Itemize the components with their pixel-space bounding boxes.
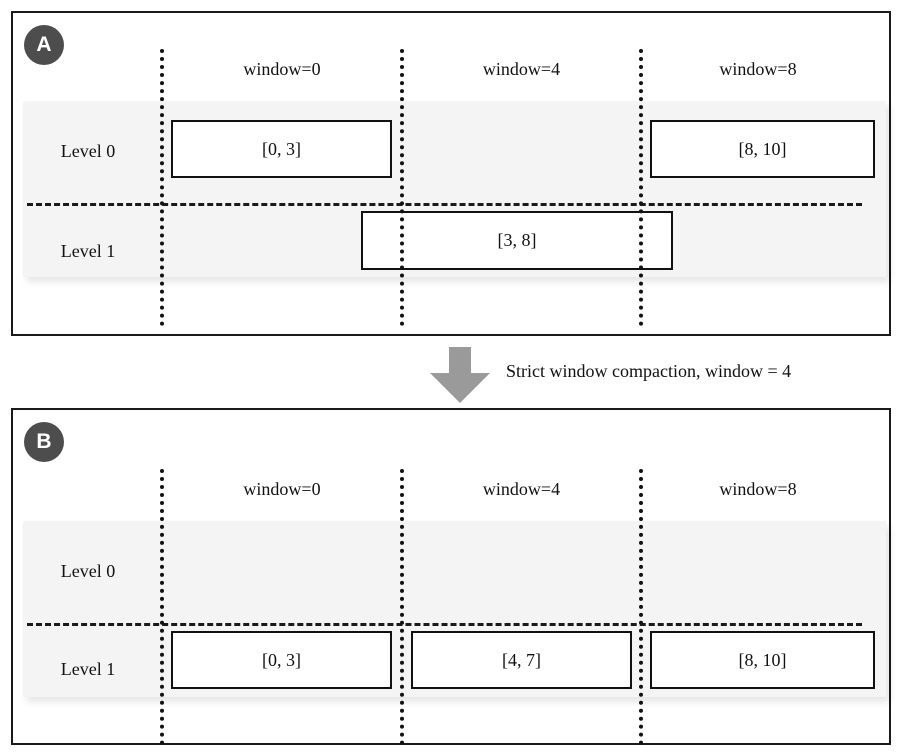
panel-a-interval-box-3-8: [3, 8] xyxy=(361,211,673,270)
panel-b-row-label-level-1: Level 1 xyxy=(60,659,116,679)
panel-a-level-separator xyxy=(27,203,862,206)
panel-a-interval-box-0-3: [0, 3] xyxy=(171,120,392,178)
panel-b-window-divider-4 xyxy=(400,469,404,745)
panel-b-interval-box-0-3: [0, 3] xyxy=(171,631,392,689)
panel-b-column-header-window-0: window=0 xyxy=(243,479,321,499)
panel-b-badge: B xyxy=(24,422,64,462)
panel-a: A window=0 window=4 window=8 Level 0 Lev… xyxy=(11,11,891,336)
panel-a-window-divider-4 xyxy=(400,49,404,326)
panel-b-window-divider-0 xyxy=(160,469,164,745)
transition-caption: Strict window compaction, window = 4 xyxy=(506,361,792,381)
panel-a-column-header-window-0: window=0 xyxy=(243,59,321,79)
panel-a-interval-box-8-10: [8, 10] xyxy=(650,120,875,178)
panel-b-column-header-window-4: window=4 xyxy=(482,479,561,499)
panel-b-interval-box-4-7: [4, 7] xyxy=(411,631,632,689)
panel-a-column-header-window-8: window=8 xyxy=(719,59,797,79)
panel-a-column-header-window-4: window=4 xyxy=(482,59,561,79)
panel-a-badge: A xyxy=(24,25,64,65)
panel-b-window-divider-8 xyxy=(639,469,643,745)
panel-b: B window=0 window=4 window=8 Level 0 Lev… xyxy=(11,408,891,745)
panel-b-row-label-level-0: Level 0 xyxy=(60,561,116,581)
panel-a-row-label-level-0: Level 0 xyxy=(60,141,116,161)
panel-a-window-divider-0 xyxy=(160,49,164,326)
panel-b-level-separator xyxy=(27,623,862,626)
panel-b-column-header-window-8: window=8 xyxy=(719,479,797,499)
panel-b-interval-box-8-10: [8, 10] xyxy=(650,631,875,689)
panel-a-row-label-level-1: Level 1 xyxy=(60,241,116,261)
panel-a-window-divider-8 xyxy=(639,49,643,326)
down-arrow-icon xyxy=(428,347,492,403)
